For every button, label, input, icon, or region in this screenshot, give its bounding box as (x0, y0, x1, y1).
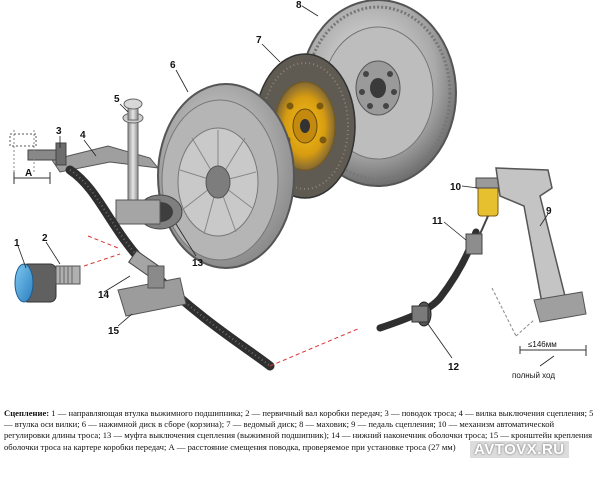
cable-bracket (117, 265, 187, 317)
leader-lines (17, 5, 555, 367)
input-shaft (55, 265, 81, 285)
callout-15: 15 (108, 326, 120, 337)
callout-12: 12 (448, 362, 460, 373)
cable-upper-tip (465, 233, 483, 255)
self-adjust-mechanism (475, 177, 501, 235)
dimension-a-label: А (25, 168, 32, 179)
dimension-a (9, 130, 51, 184)
cable-grommet (411, 301, 432, 327)
release-bearing (115, 194, 183, 230)
watermark: AVTOVX.RU (470, 441, 569, 458)
callout-3: 3 (56, 126, 62, 137)
clutch-pedal (491, 167, 587, 337)
callout-9: 9 (546, 206, 552, 217)
callout-1: 1 (14, 238, 20, 249)
figure-caption: Сцепление: 1 — направляющая втулка выжим… (4, 408, 596, 476)
full-travel-label: полный ход (512, 371, 555, 380)
callout-5: 5 (114, 94, 120, 105)
cable-leader (27, 142, 67, 166)
callout-10: 10 (450, 182, 462, 193)
callout-6: 6 (170, 60, 176, 71)
caption-title: Сцепление: (4, 408, 50, 418)
guide-sleeve (14, 263, 57, 303)
callout-14: 14 (98, 290, 110, 301)
clutch-diagram: 1 2 3 4 5 6 7 8 9 10 11 12 13 14 15 А ≤1… (9, 0, 587, 380)
callout-11: 11 (432, 216, 443, 227)
callout-7: 7 (256, 35, 262, 46)
callout-13: 13 (192, 258, 204, 269)
pedal-travel-value: ≤146мм (528, 340, 557, 349)
pressure-plate-assembly (157, 83, 295, 269)
callout-2: 2 (42, 233, 48, 244)
caption-body: 1 — направляющая втулка выжимного подшип… (4, 408, 594, 452)
callout-4: 4 (80, 130, 86, 141)
callout-8: 8 (296, 0, 302, 11)
